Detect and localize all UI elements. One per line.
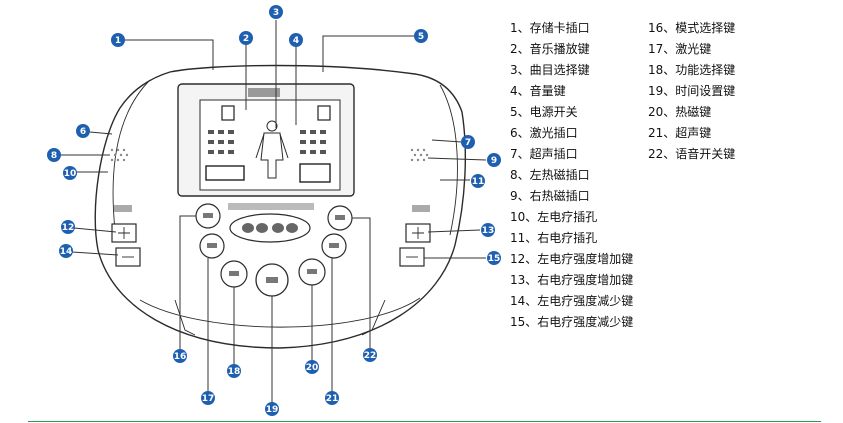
legend-item-21: 21、超声键 — [648, 126, 712, 140]
callout-4: 4 — [289, 33, 303, 47]
human-figure-icon — [255, 120, 289, 179]
legend-item-16: 16、模式选择键 — [648, 21, 736, 35]
svg-text:5: 5 — [418, 32, 424, 42]
callout-17: 17 — [201, 391, 215, 405]
right-grille — [410, 148, 429, 162]
display-segment-right — [317, 105, 331, 121]
callout-16: 16 — [173, 349, 187, 363]
body-contour-right — [439, 84, 458, 236]
svg-text:2: 2 — [243, 34, 249, 44]
svg-text:3: 3 — [273, 8, 279, 18]
left-plus-mark — [118, 227, 130, 239]
callout-15: 15 — [487, 251, 501, 265]
callout-20: 20 — [305, 360, 319, 374]
callout-5: 5 — [414, 29, 428, 43]
svg-text:12: 12 — [62, 223, 75, 233]
callout-10: 10 — [63, 166, 77, 180]
legend-item-19: 19、时间设置键 — [648, 84, 736, 98]
callout-14: 14 — [59, 244, 73, 258]
callout-9: 9 — [487, 153, 501, 167]
callout-3: 3 — [269, 5, 283, 19]
display-top-logo — [248, 88, 280, 97]
svg-text:10: 10 — [64, 169, 77, 179]
legend-item-22: 22、语音开关键 — [648, 147, 736, 161]
svg-text:14: 14 — [60, 247, 73, 257]
legend-item-8: 8、左热磁插口 — [510, 168, 590, 182]
callout-12: 12 — [61, 220, 75, 234]
callout-13: 13 — [481, 223, 495, 237]
callout-11: 11 — [471, 174, 485, 188]
stand-left — [174, 299, 196, 336]
legend-item-2: 2、音乐播放键 — [510, 42, 590, 56]
svg-text:4: 4 — [293, 36, 299, 46]
callout-2: 2 — [239, 31, 253, 45]
legend-item-20: 20、热磁键 — [648, 105, 712, 119]
center-buttons — [242, 223, 298, 233]
svg-text:20: 20 — [306, 363, 319, 373]
legend-item-3: 3、曲目选择键 — [510, 63, 590, 77]
svg-text:17: 17 — [202, 394, 215, 404]
svg-text:9: 9 — [491, 156, 497, 166]
stand-right — [361, 299, 386, 336]
bottom-divider — [28, 421, 821, 422]
right-key-label — [412, 205, 430, 212]
callout-19: 19 — [265, 402, 279, 416]
legend-item-13: 13、右电疗强度增加键 — [510, 273, 634, 287]
legend-item-15: 15、右电疗强度减少键 — [510, 315, 634, 329]
legend-item-14: 14、左电疗强度减少键 — [510, 294, 634, 308]
legend-item-1: 1、存储卡插口 — [510, 21, 590, 35]
svg-text:7: 7 — [465, 138, 471, 148]
legend-item-7: 7、超声插口 — [510, 147, 578, 161]
callout-22: 22 — [363, 348, 377, 362]
body-lower-curve — [139, 297, 421, 328]
round-button-markings — [203, 213, 345, 283]
svg-text:8: 8 — [51, 151, 57, 161]
legend-item-18: 18、功能选择键 — [648, 63, 736, 77]
svg-text:22: 22 — [364, 351, 377, 361]
svg-text:1: 1 — [115, 36, 121, 46]
display-screen — [199, 99, 341, 191]
legend-item-9: 9、右热磁插口 — [510, 189, 590, 203]
left-key-label — [114, 205, 132, 212]
callout-21: 21 — [325, 391, 339, 405]
svg-text:13: 13 — [482, 226, 495, 236]
left-grille — [110, 148, 129, 162]
callout-1: 1 — [111, 33, 125, 47]
callout-circles: 1 2 3 4 5 6 7 8 9 10 11 12 13 14 15 16 1… — [47, 5, 501, 416]
callout-8: 8 — [47, 148, 61, 162]
panel-caption-strip — [228, 203, 314, 210]
legend-item-5: 5、电源开关 — [510, 105, 578, 119]
svg-text:16: 16 — [174, 352, 187, 362]
callout-7: 7 — [461, 135, 475, 149]
svg-text:19: 19 — [266, 405, 279, 415]
legend-item-6: 6、激光插口 — [510, 126, 578, 140]
svg-text:18: 18 — [228, 367, 241, 377]
legend-item-4: 4、音量键 — [510, 84, 566, 98]
svg-text:21: 21 — [326, 394, 339, 404]
legend-item-17: 17、激光键 — [648, 42, 712, 56]
display-segment-left — [221, 105, 235, 121]
right-plus-mark — [412, 227, 424, 239]
body-contour-left — [112, 79, 151, 231]
legend-item-12: 12、左电疗强度增加键 — [510, 252, 634, 266]
svg-text:15: 15 — [488, 254, 501, 264]
center-control-strip — [229, 213, 311, 243]
callout-6: 6 — [76, 124, 90, 138]
svg-text:11: 11 — [472, 177, 485, 187]
display-readout-right — [299, 163, 331, 183]
svg-text:6: 6 — [80, 127, 86, 137]
display-readout-left — [205, 165, 245, 181]
display-indicator-grid — [208, 130, 326, 154]
legend-item-10: 10、左电疗插孔 — [510, 210, 598, 224]
legend-item-11: 11、右电疗插孔 — [510, 231, 598, 245]
callout-18: 18 — [227, 364, 241, 378]
leader-lines — [60, 20, 487, 404]
